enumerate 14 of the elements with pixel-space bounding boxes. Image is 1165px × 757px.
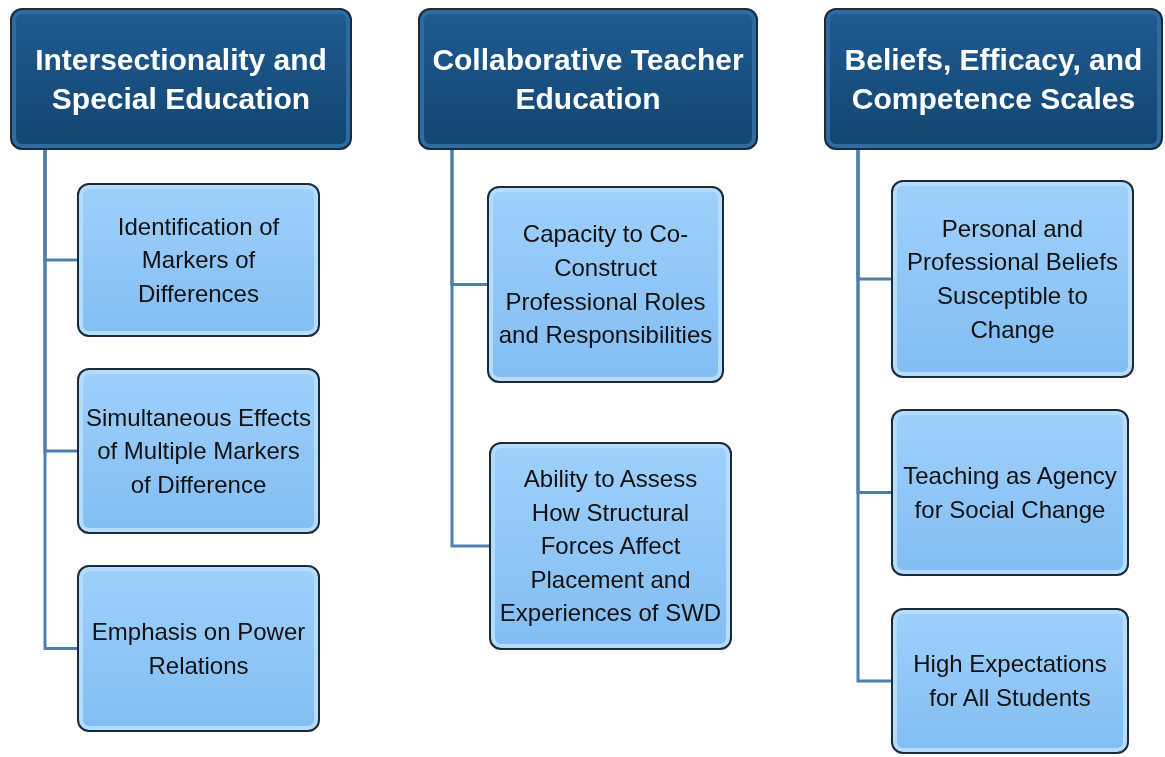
topic-box: Capacity to Co-Construct Professional Roles and Responsibilities — [487, 186, 724, 383]
topic-box: Simultaneous Effects of Multiple Markers of Difference — [77, 368, 320, 534]
topic-box: Emphasis on Power Relations — [77, 565, 320, 732]
header-box: Intersectionality and Special Education — [10, 8, 352, 150]
topic-box: Teaching as Agency for Social Change — [891, 409, 1129, 576]
topic-box: Ability to Assess How Structural Forces Affect Placement and Experiences of SWD — [489, 442, 732, 650]
header-box: Beliefs, Efficacy, and Competence Scales — [824, 8, 1163, 150]
connector-line — [450, 150, 489, 548]
connector-line — [856, 150, 891, 683]
connector-line — [43, 150, 77, 650]
topic-box: Identification of Markers of Differences — [77, 183, 320, 337]
topic-box: High Expectations for All Students — [891, 608, 1129, 754]
header-box: Collaborative Teacher Education — [418, 8, 758, 150]
topic-box: Personal and Professional Beliefs Susceptible to Change — [891, 180, 1134, 378]
